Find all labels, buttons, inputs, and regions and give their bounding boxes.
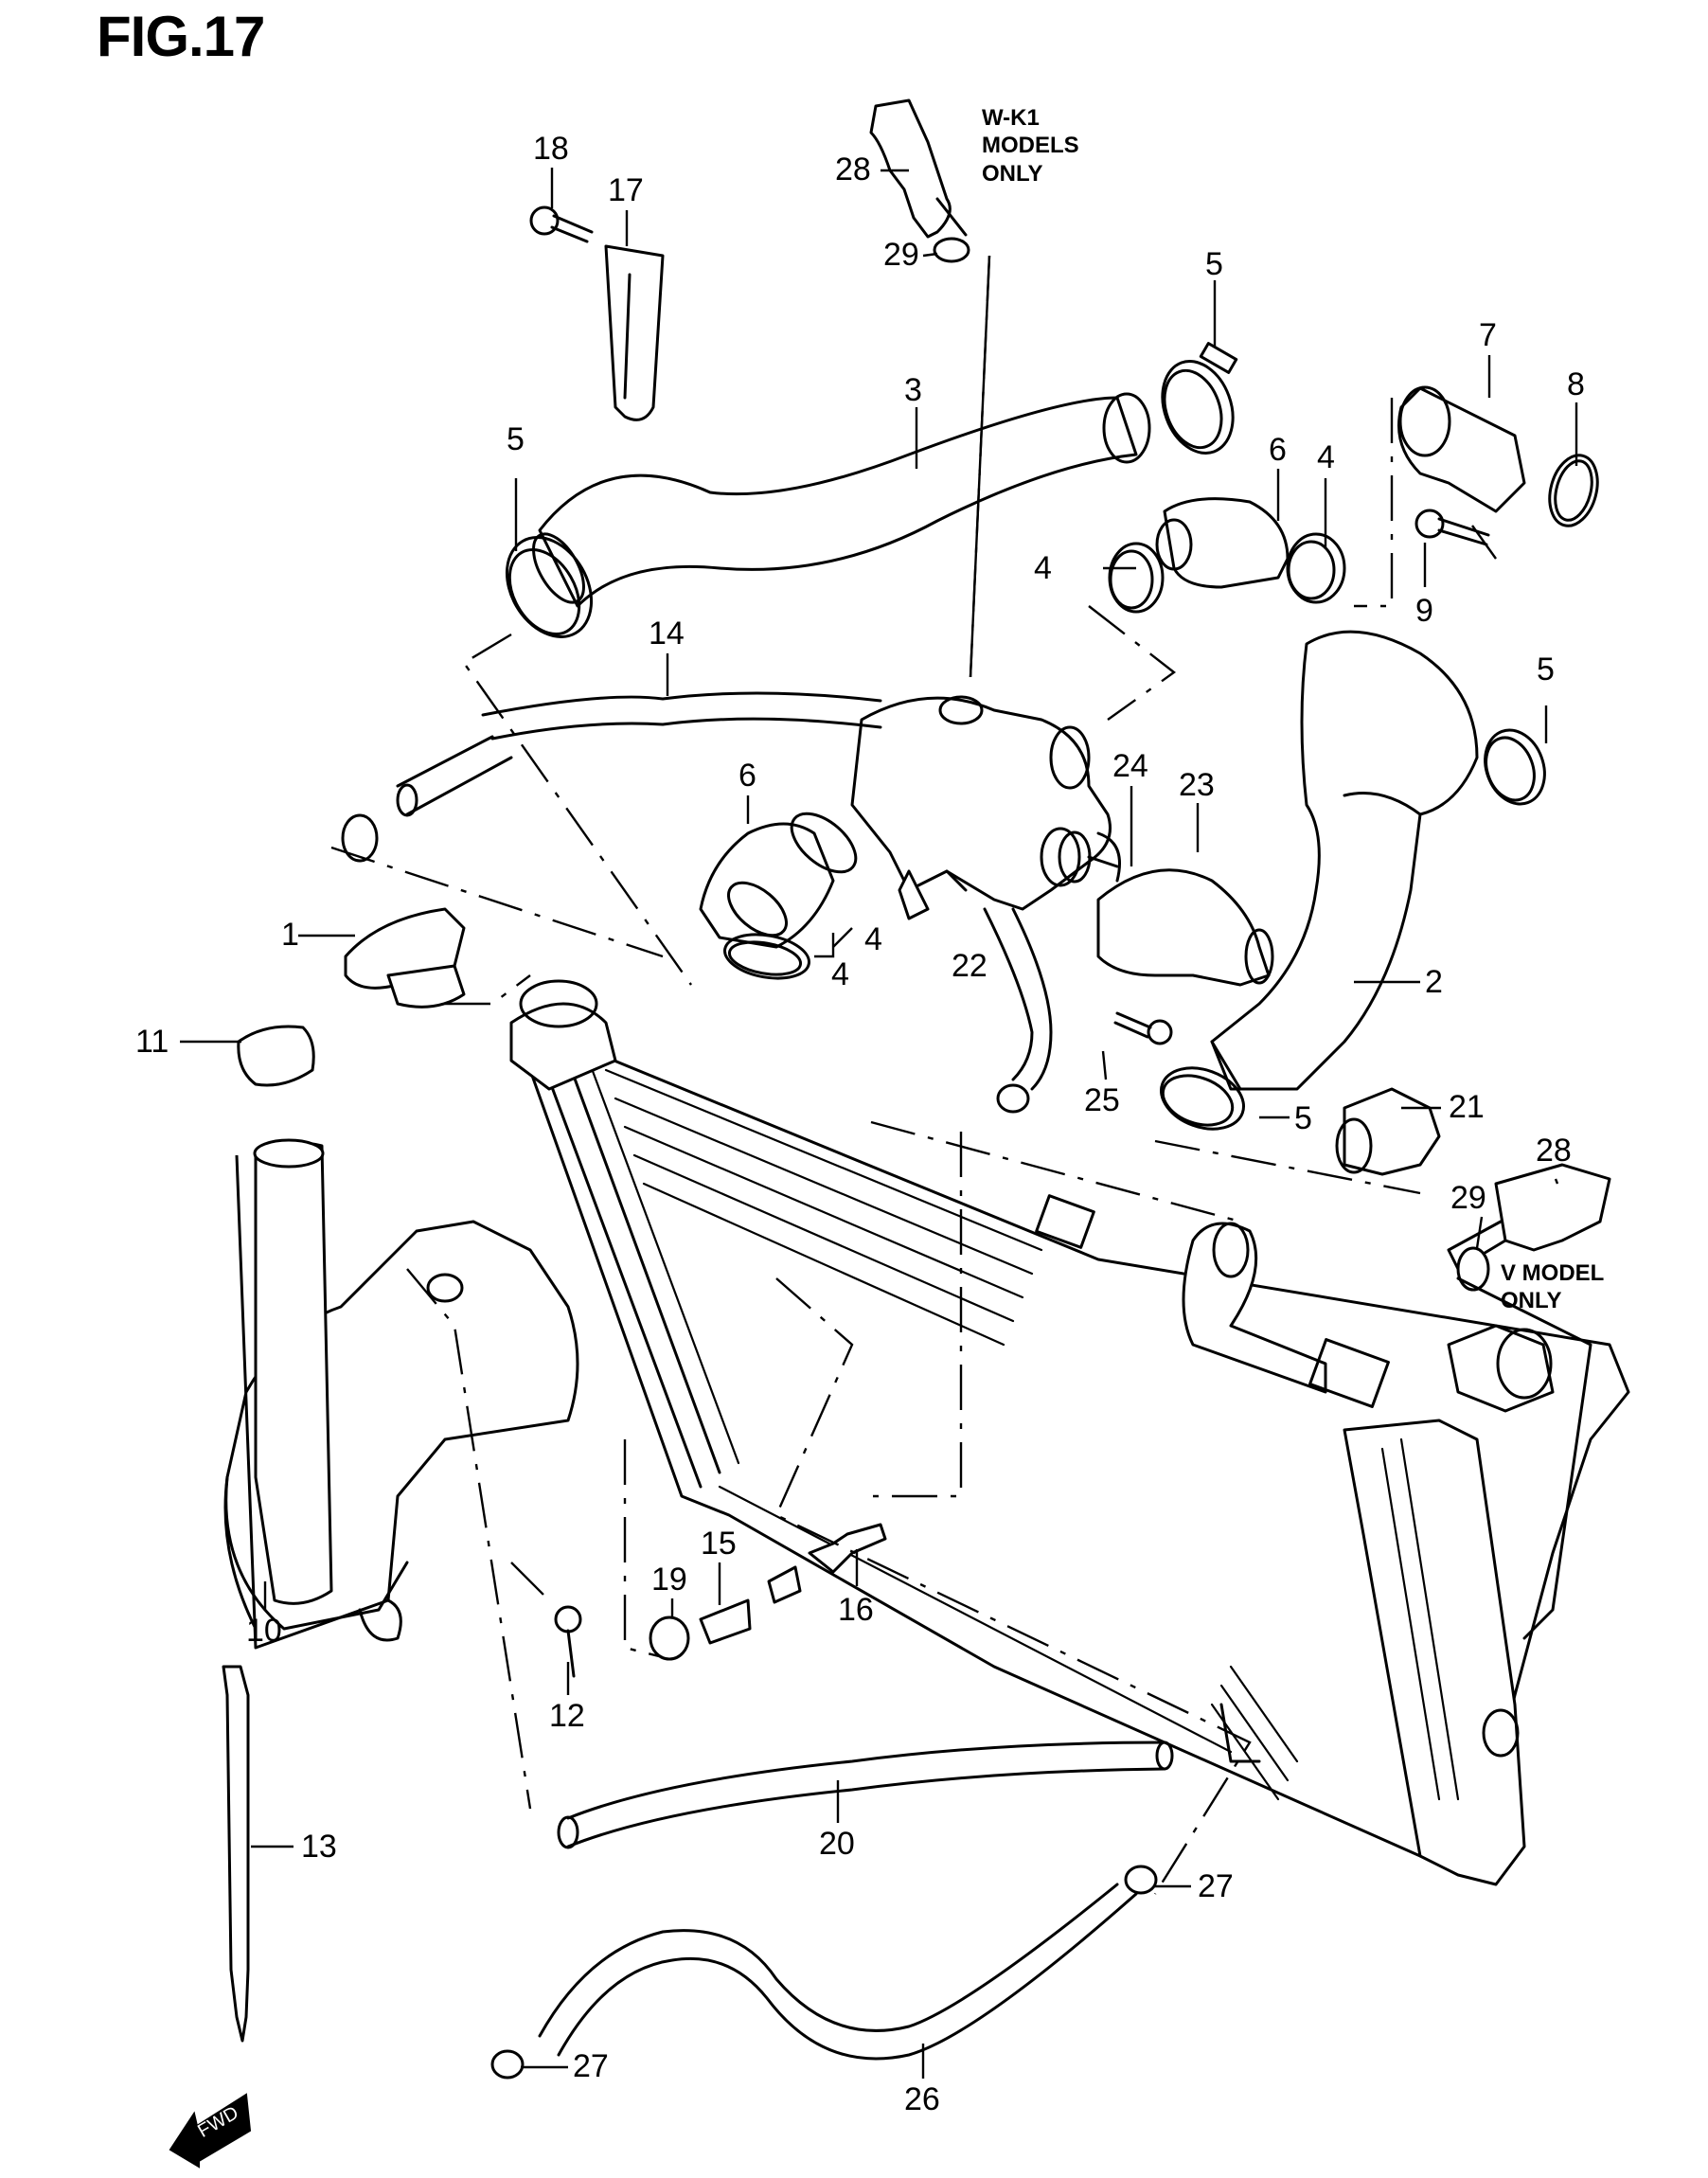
overflow-hose[interactable]	[341, 691, 882, 863]
callout-7[interactable]: 7	[1479, 317, 1497, 353]
callout-28[interactable]: 28	[835, 152, 871, 187]
note-line: MODELS	[982, 133, 1079, 159]
forward-arrow-icon	[169, 2093, 252, 2169]
callout-4[interactable]: 4	[831, 956, 849, 992]
callout-20[interactable]: 20	[819, 1826, 855, 1862]
thermostat-case[interactable]	[850, 695, 1112, 920]
callout-24[interactable]: 24	[1112, 748, 1148, 784]
clamp-19[interactable]	[649, 1616, 690, 1661]
callout-8[interactable]: 8	[1567, 366, 1585, 402]
v-model-note: V MODEL ONLY	[1501, 1259, 1604, 1315]
callout-2[interactable]: 2	[1425, 964, 1443, 1000]
callout-21[interactable]: 21	[1449, 1089, 1485, 1125]
radiator-cap[interactable]	[344, 907, 466, 1009]
gasket-washer-right[interactable]	[1456, 1246, 1490, 1292]
callout-4[interactable]: 4	[864, 921, 882, 957]
bolt-9[interactable]	[1414, 509, 1490, 546]
clamp-27-upper[interactable]	[1124, 1865, 1158, 1895]
hose-15[interactable]	[699, 1598, 752, 1645]
radiator-inlet-hose[interactable]	[524, 392, 1151, 611]
callout-27[interactable]: 27	[1198, 1868, 1234, 1904]
radiator-outlet-hose[interactable]	[1210, 630, 1479, 1091]
drain-hose[interactable]	[538, 1883, 1138, 2061]
callout-5[interactable]: 5	[1205, 246, 1223, 282]
callout-23[interactable]: 23	[1179, 767, 1215, 803]
leader-lines	[180, 168, 1578, 2079]
callout-6[interactable]: 6	[738, 758, 756, 794]
note-line: W-K1	[982, 105, 1040, 131]
bypass-hose-lower[interactable]	[699, 822, 835, 949]
callout-25[interactable]: 25	[1084, 1082, 1120, 1118]
callout-26[interactable]: 26	[904, 2081, 940, 2117]
note-line: ONLY	[982, 160, 1043, 187]
callout-6[interactable]: 6	[1269, 432, 1287, 468]
callout-4[interactable]: 4	[1317, 439, 1335, 475]
thermostat-cover[interactable]	[1096, 868, 1274, 987]
small-hose[interactable]	[983, 907, 1053, 1091]
clamp-27-lower[interactable]	[490, 2049, 525, 2080]
callout-15[interactable]: 15	[701, 1526, 737, 1562]
callout-5[interactable]: 5	[1537, 652, 1555, 687]
thermostat[interactable]	[1040, 827, 1121, 887]
union-fitting[interactable]	[1397, 385, 1526, 513]
figure-title: FIG.17	[97, 5, 265, 68]
bolt-18[interactable]	[529, 205, 594, 243]
callout-22[interactable]: 22	[952, 948, 987, 984]
bracket-17[interactable]	[604, 244, 665, 421]
callout-13[interactable]: 13	[301, 1829, 337, 1865]
note-line: V MODEL	[1501, 1260, 1605, 1286]
o-ring[interactable]	[1542, 450, 1605, 531]
callout-29[interactable]: 29	[1450, 1180, 1486, 1216]
hose-clamps[interactable]	[489, 342, 1555, 1140]
screw-12[interactable]	[554, 1605, 582, 1678]
fan-thermo-switch[interactable]	[1335, 1087, 1441, 1176]
breather-hose[interactable]	[557, 1741, 1174, 1849]
callout-19[interactable]: 19	[651, 1562, 687, 1598]
reservoir-tank[interactable]	[223, 1138, 579, 1650]
hose-small[interactable]	[767, 1565, 802, 1604]
assembly-lines	[330, 255, 1592, 1895]
callout-29[interactable]: 29	[883, 237, 919, 273]
gasket-washer-top[interactable]	[933, 237, 970, 263]
reservoir-cap[interactable]	[237, 1025, 315, 1087]
note-line: ONLY	[1501, 1288, 1562, 1314]
radiator[interactable]	[509, 979, 1630, 1886]
callout-4[interactable]: 4	[1034, 550, 1052, 586]
callout-5[interactable]: 5	[507, 421, 525, 457]
callout-27[interactable]: 27	[573, 2048, 609, 2084]
callout-18[interactable]: 18	[533, 131, 569, 167]
bolt-25[interactable]	[1113, 1011, 1173, 1045]
callout-17[interactable]: 17	[608, 172, 644, 208]
wk1-models-note: W-K1 MODELS ONLY	[982, 104, 1079, 187]
connector-16[interactable]	[808, 1523, 887, 1574]
clamp-small[interactable]	[996, 1083, 1030, 1114]
callout-28[interactable]: 28	[1536, 1133, 1572, 1169]
callout-16[interactable]: 16	[838, 1592, 874, 1628]
callout-10[interactable]: 10	[246, 1613, 282, 1649]
callout-1[interactable]: 1	[281, 917, 299, 953]
callout-9[interactable]: 9	[1415, 593, 1433, 629]
temperature-sensor-top[interactable]	[869, 98, 968, 239]
callout-11[interactable]: 11	[135, 1024, 169, 1060]
callout-3[interactable]: 3	[904, 372, 922, 408]
bypass-hose-upper[interactable]	[1155, 497, 1290, 589]
callout-14[interactable]: 14	[649, 616, 685, 652]
cable-tie[interactable]	[222, 1665, 250, 2043]
callout-5[interactable]: 5	[1294, 1100, 1312, 1136]
callout-12[interactable]: 12	[549, 1698, 585, 1734]
